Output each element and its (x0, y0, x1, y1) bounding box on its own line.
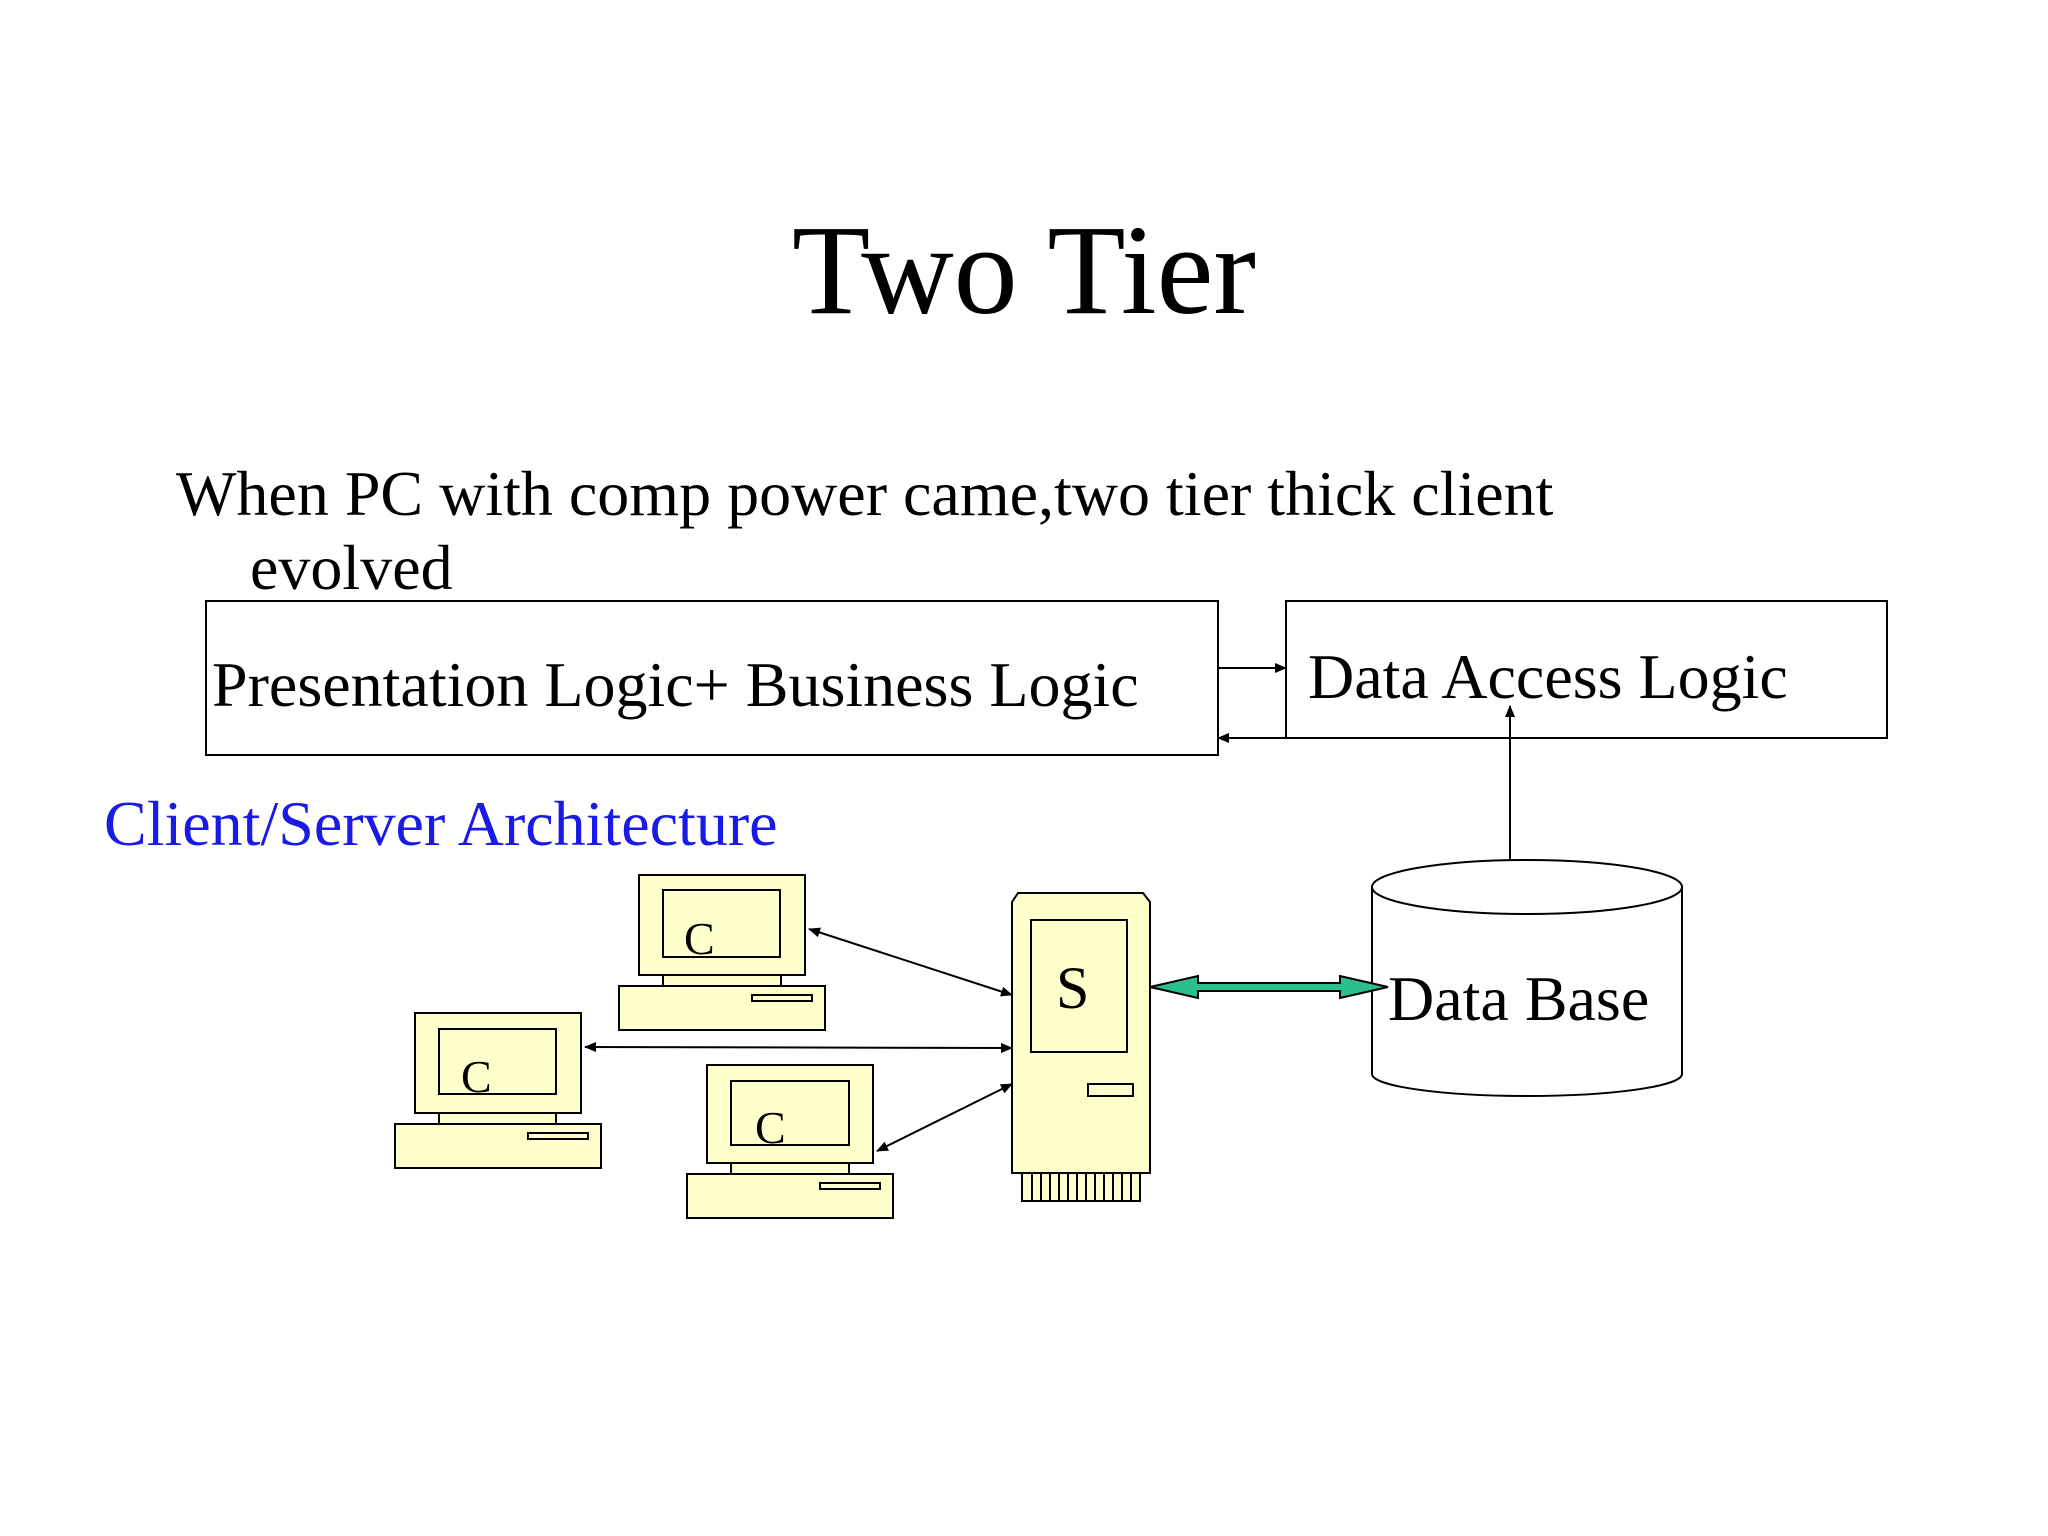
presentation-business-logic-box: Presentation Logic+ Business Logic (205, 600, 1219, 756)
client-label-left: C (461, 1051, 492, 1102)
client-label-bottom: C (755, 1102, 786, 1153)
client-label-top: C (684, 913, 715, 964)
client-left-server-arrow (584, 1042, 1013, 1053)
body-text-line-2: evolved (250, 532, 453, 603)
body-text-line-1: When PC with comp power came,two tier th… (176, 458, 1554, 529)
slide-title: Two Tier (791, 199, 1257, 341)
client-computer-top: C (618, 874, 826, 1031)
server-label: S (1056, 955, 1089, 1021)
client-computer-left: C (394, 1012, 602, 1169)
data-access-logic-label: Data Access Logic (1308, 641, 1788, 712)
database-label: Data Base (1388, 963, 1649, 1034)
data-access-logic-box: Data Access Logic (1285, 600, 1888, 739)
presentation-business-logic-label: Presentation Logic+ Business Logic (212, 649, 1139, 720)
server-database-link (1149, 974, 1389, 1000)
server-tower: S (1011, 892, 1151, 1202)
diagram-subheading: Client/Server Architecture (104, 788, 778, 859)
client-bottom-server-arrow (876, 1083, 1013, 1152)
database-cylinder: Data Base (1371, 859, 1683, 1097)
client-top-server-arrow (808, 927, 1013, 997)
client-computer-bottom: C (686, 1064, 894, 1219)
